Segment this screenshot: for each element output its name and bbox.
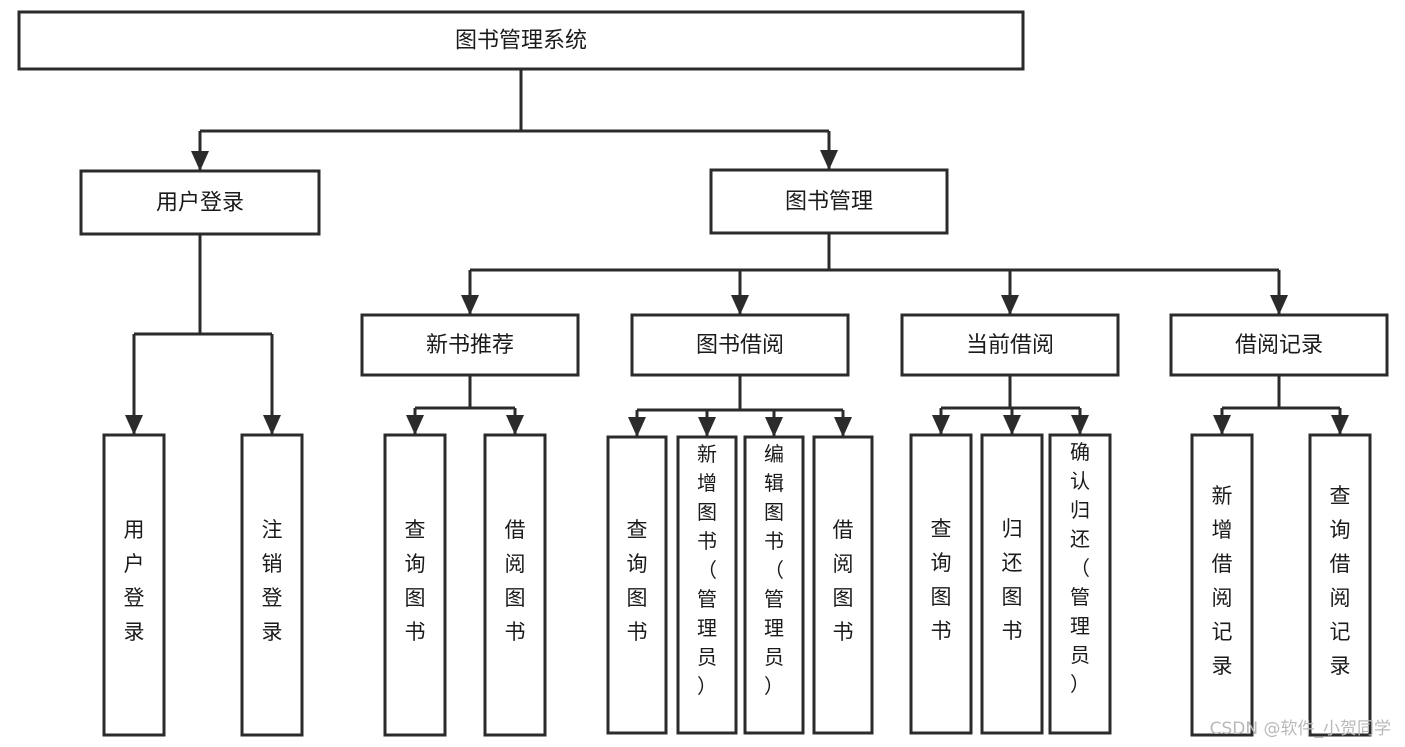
node-label-current-borrow: 当前借阅 — [966, 333, 1054, 358]
node-box-book-borrow[interactable] — [630, 313, 850, 377]
node-box-leaf-edit-book-admin[interactable] — [743, 435, 805, 735]
arrow-head — [263, 415, 281, 435]
node-label-book-borrow: 图书借阅 — [696, 333, 784, 358]
arrow-head — [191, 151, 209, 171]
node-label-leaf-borrow-book-2: 借阅图书 — [833, 518, 854, 644]
node-book-manage[interactable]: 图书管理 — [709, 168, 949, 235]
node-box-leaf-query-book-3[interactable] — [909, 433, 973, 735]
node-box-leaf-query-borrow-record[interactable] — [1308, 433, 1372, 737]
arrow-head — [1213, 415, 1231, 435]
arrow-head — [765, 417, 783, 437]
node-leaf-borrow-book-1[interactable]: 借阅图书 — [483, 433, 547, 737]
node-box-borrow-record[interactable] — [1169, 313, 1389, 377]
edge-group-new-book-recommend — [406, 375, 524, 435]
node-box-leaf-confirm-return-admin[interactable] — [1048, 433, 1112, 735]
arrow-head — [1071, 415, 1089, 435]
node-leaf-user-logout[interactable]: 注销登录 — [240, 433, 304, 737]
node-box-leaf-user-login[interactable] — [102, 433, 166, 737]
arrow-head — [1331, 415, 1349, 435]
node-box-root[interactable] — [17, 10, 1025, 71]
arrow-head — [820, 150, 838, 170]
node-label-book-manage: 图书管理 — [785, 190, 873, 215]
arrow-head — [932, 415, 950, 435]
node-label-new-book-recommend: 新书推荐 — [426, 333, 514, 358]
node-root[interactable]: 图书管理系统 — [17, 10, 1025, 71]
node-box-current-borrow[interactable] — [900, 313, 1120, 377]
node-box-leaf-borrow-book-2[interactable] — [812, 435, 874, 735]
node-label-leaf-user-logout: 注销登录 — [262, 518, 283, 644]
edge-group-book-manage — [461, 233, 1288, 315]
connector-layer — [125, 69, 1349, 437]
node-leaf-query-borrow-record[interactable]: 查询借阅记录 — [1308, 433, 1372, 737]
node-box-leaf-query-book-1[interactable] — [383, 433, 447, 737]
edge-group-borrow-record — [1213, 375, 1349, 435]
arrow-head — [125, 415, 143, 435]
arrow-head — [1270, 295, 1288, 315]
node-new-book-recommend[interactable]: 新书推荐 — [360, 313, 580, 377]
node-box-user-login[interactable] — [79, 169, 321, 236]
node-leaf-edit-book-admin[interactable]: 编辑图书（管理员） — [743, 435, 805, 735]
node-label-leaf-borrow-book-1: 借阅图书 — [505, 518, 526, 644]
node-box-leaf-user-logout[interactable] — [240, 433, 304, 737]
node-leaf-borrow-book-2[interactable]: 借阅图书 — [812, 435, 874, 735]
node-label-leaf-add-borrow-record: 新增借阅记录 — [1212, 484, 1233, 678]
node-box-leaf-add-book-admin[interactable] — [676, 435, 738, 735]
node-leaf-query-book-1[interactable]: 查询图书 — [383, 433, 447, 737]
edge-group-root — [191, 69, 838, 171]
node-leaf-query-book-3[interactable]: 查询图书 — [909, 433, 973, 735]
node-label-leaf-query-book-3: 查询图书 — [931, 517, 952, 643]
node-label-borrow-record: 借阅记录 — [1235, 333, 1323, 358]
node-book-borrow[interactable]: 图书借阅 — [630, 313, 850, 377]
arrow-head — [1003, 415, 1021, 435]
node-leaf-add-borrow-record[interactable]: 新增借阅记录 — [1190, 433, 1254, 737]
edge-group-user-login — [125, 234, 281, 435]
node-box-leaf-return-book[interactable] — [980, 433, 1044, 735]
node-label-root: 图书管理系统 — [455, 29, 587, 54]
node-box-leaf-add-borrow-record[interactable] — [1190, 433, 1254, 737]
arrow-head — [628, 417, 646, 437]
node-current-borrow[interactable]: 当前借阅 — [900, 313, 1120, 377]
node-label-leaf-query-borrow-record: 查询借阅记录 — [1330, 484, 1351, 678]
node-label-leaf-edit-book-admin: 编辑图书（管理员） — [764, 442, 784, 698]
node-box-book-manage[interactable] — [709, 168, 949, 235]
arrow-head — [506, 415, 524, 435]
node-user-login[interactable]: 用户登录 — [79, 169, 321, 236]
node-label-leaf-return-book: 归还图书 — [1002, 517, 1023, 643]
node-label-leaf-query-book-2: 查询图书 — [627, 518, 648, 644]
arrow-head — [406, 415, 424, 435]
arrow-head — [834, 417, 852, 437]
node-box-leaf-query-book-2[interactable] — [606, 435, 668, 735]
node-label-user-login: 用户登录 — [156, 191, 244, 216]
edge-group-book-borrow — [628, 375, 852, 437]
node-borrow-record[interactable]: 借阅记录 — [1169, 313, 1389, 377]
node-leaf-return-book[interactable]: 归还图书 — [980, 433, 1044, 735]
node-leaf-add-book-admin[interactable]: 新增图书（管理员） — [676, 435, 738, 735]
node-layer: 图书管理系统用户登录图书管理新书推荐图书借阅当前借阅借阅记录用户登录注销登录查询… — [17, 10, 1389, 737]
edge-group-current-borrow — [932, 375, 1089, 435]
node-box-new-book-recommend[interactable] — [360, 313, 580, 377]
node-label-leaf-add-book-admin: 新增图书（管理员） — [697, 442, 717, 698]
arrow-head — [731, 295, 749, 315]
node-leaf-query-book-2[interactable]: 查询图书 — [606, 435, 668, 735]
node-label-leaf-user-login: 用户登录 — [124, 518, 145, 644]
node-leaf-user-login[interactable]: 用户登录 — [102, 433, 166, 737]
node-label-leaf-query-book-1: 查询图书 — [405, 518, 426, 644]
node-label-leaf-confirm-return-admin: 确认归还（管理员） — [1070, 440, 1090, 696]
arrow-head — [461, 295, 479, 315]
arrow-head — [698, 417, 716, 437]
node-leaf-confirm-return-admin[interactable]: 确认归还（管理员） — [1048, 433, 1112, 735]
arrow-head — [1001, 295, 1019, 315]
node-box-leaf-borrow-book-1[interactable] — [483, 433, 547, 737]
